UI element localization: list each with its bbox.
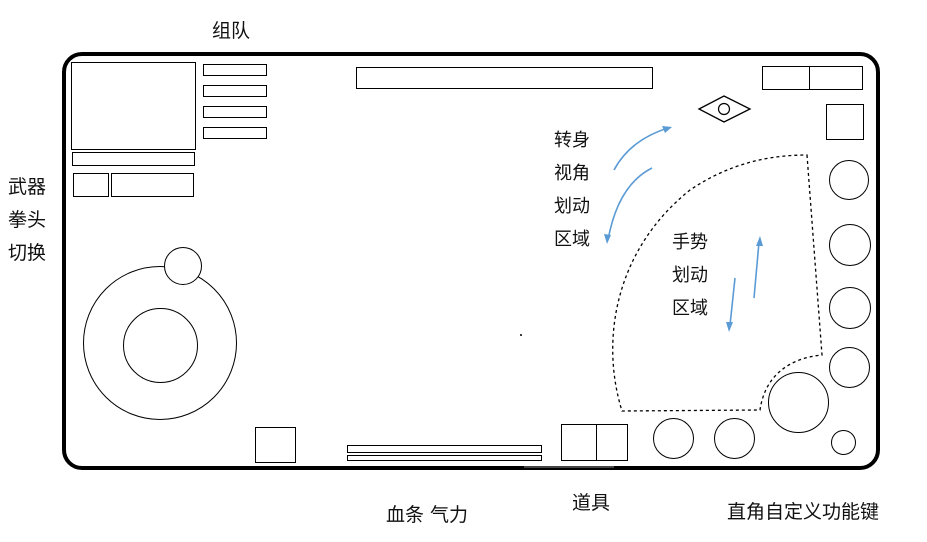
weapon-switch-label: 武器 拳头 切换 [8,176,47,264]
team-slot-1[interactable] [203,64,267,76]
item-slot-2[interactable] [596,424,628,461]
right-button-2[interactable] [829,224,871,266]
turn-view-arrow-down [607,167,653,241]
right-button-3[interactable] [829,287,871,329]
top-center-bar [356,67,653,89]
gesture-arrow-down [729,277,736,326]
team-slot-4[interactable] [203,127,267,139]
small-action-button[interactable] [831,430,856,455]
top-right-square-button[interactable] [826,104,864,140]
team-label: 组队 [212,20,251,42]
right-button-1[interactable] [829,160,869,200]
custom-keys-label: 直角自定义功能键 [727,501,880,523]
turn-view-arrow-up [613,127,669,171]
team-slot-3[interactable] [203,106,267,118]
gesture-zone-outline[interactable] [612,154,823,412]
right-button-4[interactable] [829,347,870,388]
gesture-zone-label: 手势 划动 区域 [672,232,708,319]
item-slot-1[interactable] [561,424,597,461]
gesture-arrow-up [753,241,760,299]
minimap-panel[interactable] [71,62,196,150]
status-bar [72,152,195,166]
team-slot-2[interactable] [203,85,267,97]
health-bar [347,445,542,453]
joystick-lock-button[interactable] [164,247,202,285]
turn-view-zone-label: 转身 视角 划动 区域 [554,130,590,250]
primary-action-button[interactable] [768,372,829,433]
items-label: 道具 [572,492,611,514]
stamina-bar [347,455,542,461]
fist-slot[interactable] [111,173,194,197]
weapon-slot[interactable] [73,173,109,197]
center-dot [520,334,522,336]
eye-diamond-icon[interactable] [697,95,752,123]
top-right-button-right[interactable] [809,66,863,90]
action-button-2[interactable] [714,418,755,459]
joystick-knob[interactable] [123,308,198,383]
action-button-1[interactable] [653,418,694,459]
bottom-left-square-button[interactable] [255,427,296,463]
device-screen [62,52,880,470]
health-stamina-label: 血条 气力 [386,504,469,526]
